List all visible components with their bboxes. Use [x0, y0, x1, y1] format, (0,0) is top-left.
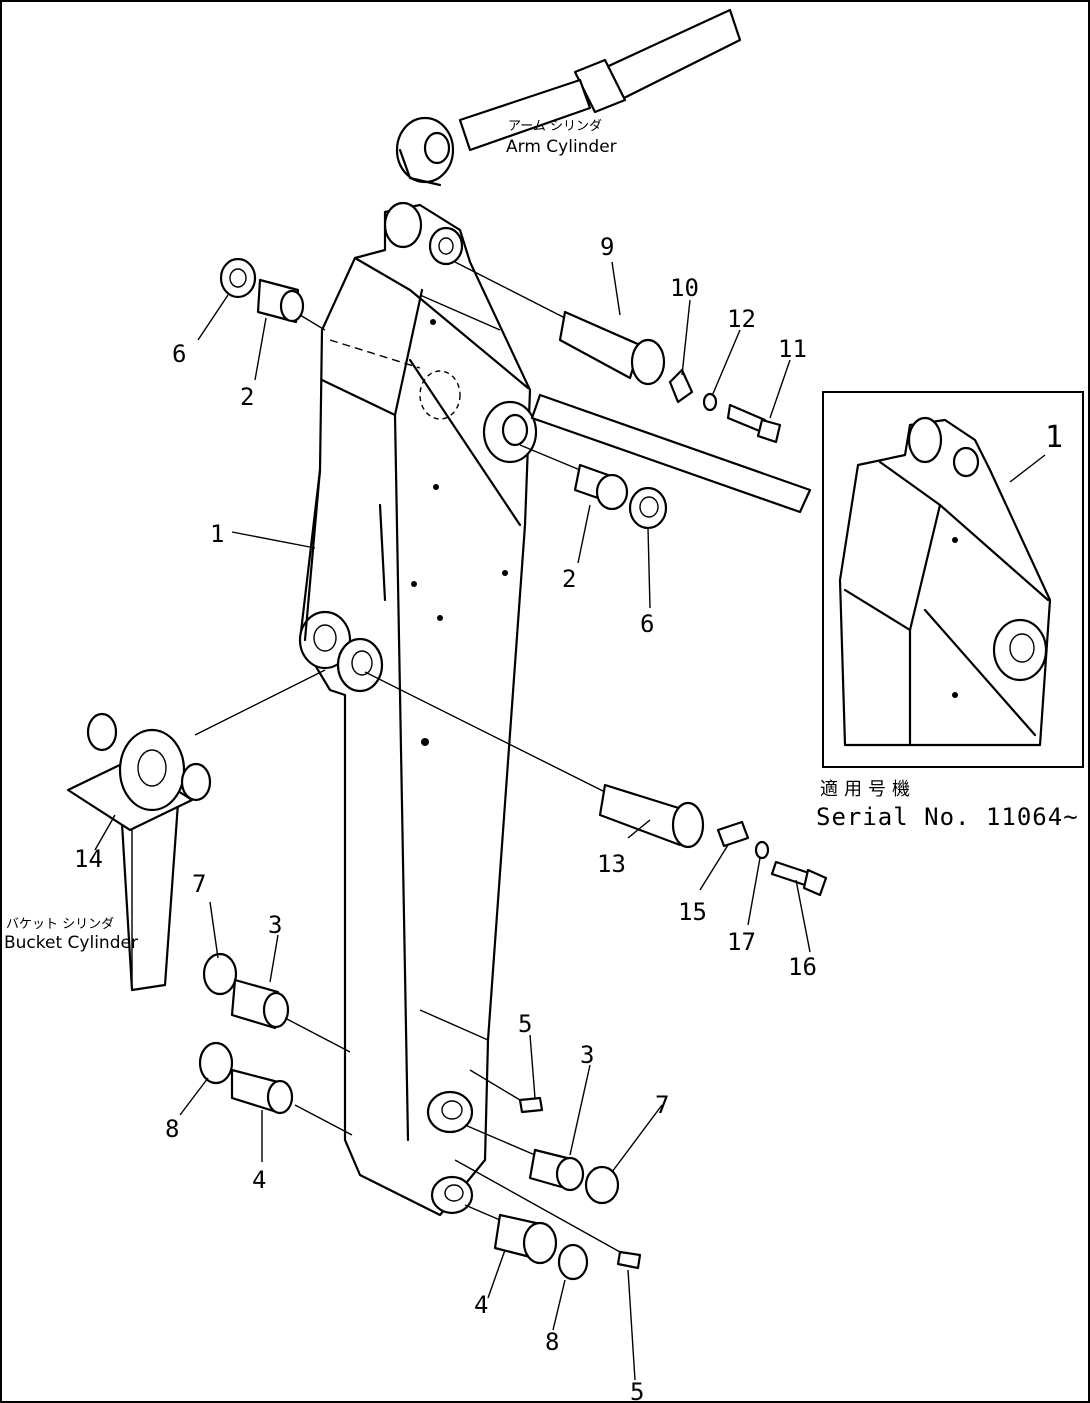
small-parts-drawing — [454, 368, 828, 1281]
arm-cylinder-label-jp: アーム シリンダ — [508, 119, 602, 134]
pin-9-drawing — [454, 261, 666, 386]
pin-13-drawing — [364, 671, 705, 849]
callout-12: 12 — [727, 305, 756, 333]
serial-number-label: Serial No. 11064~ — [816, 803, 1079, 831]
callout-8: 8 — [545, 1328, 559, 1356]
callout-9: 9 — [600, 233, 614, 261]
callout-7: 7 — [192, 870, 206, 898]
arm-cylinder-label: Arm Cylinder — [506, 137, 617, 157]
callout-1: 1 — [210, 520, 224, 548]
serial-label-jp: 適用号機 — [820, 779, 916, 800]
callout-14: 14 — [74, 845, 103, 873]
callout-6: 6 — [640, 610, 654, 638]
callout-4: 4 — [252, 1166, 266, 1194]
callout-10: 10 — [670, 274, 699, 302]
callout-3: 3 — [268, 911, 282, 939]
callout-2: 2 — [240, 383, 254, 411]
bucket-cylinder-label: Bucket Cylinder — [4, 933, 138, 953]
callout-2: 2 — [562, 565, 576, 593]
callout-3: 3 — [580, 1041, 594, 1069]
arm-cylinder-drawing — [395, 8, 742, 187]
arm-body-drawing — [298, 201, 538, 1217]
bucket-cylinder-drawing — [66, 669, 326, 992]
leader-lines — [94, 261, 811, 1381]
callout-15: 15 — [678, 898, 707, 926]
inset-callout-1: 1 — [1045, 420, 1063, 455]
callout-8: 8 — [165, 1115, 179, 1143]
callout-4: 4 — [474, 1291, 488, 1319]
callout-16: 16 — [788, 953, 817, 981]
callout-6: 6 — [172, 340, 186, 368]
left-parts-drawing — [198, 257, 353, 1136]
callout-17: 17 — [727, 928, 756, 956]
bucket-cylinder-label-jp: バケット シリンダ — [6, 917, 114, 932]
callout-13: 13 — [597, 850, 626, 878]
callout-5: 5 — [518, 1010, 532, 1038]
callout-7: 7 — [655, 1091, 669, 1119]
callout-5: 5 — [630, 1378, 644, 1403]
callout-11: 11 — [778, 335, 807, 363]
inset-panel — [822, 391, 1084, 768]
